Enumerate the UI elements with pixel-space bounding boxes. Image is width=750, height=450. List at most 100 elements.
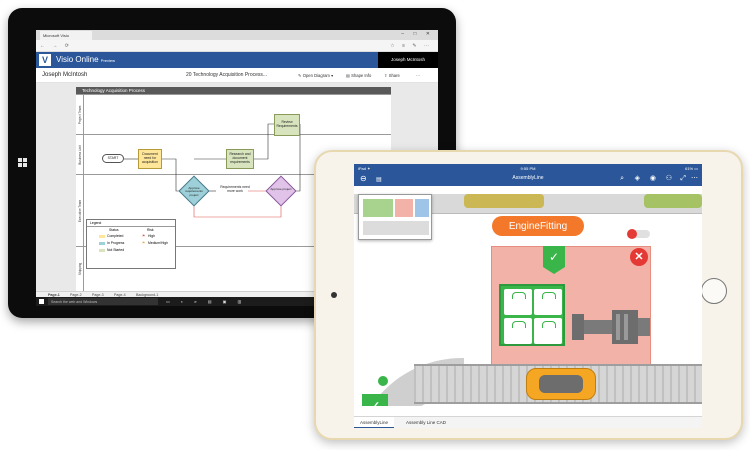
- legend-title: Legend: [87, 220, 175, 227]
- risk-flag-icon: ⚑: [142, 241, 146, 245]
- research-shape[interactable]: Research and document requirements: [226, 149, 254, 169]
- legend-item: Completed: [107, 234, 124, 238]
- review-shape[interactable]: Review Requirements: [274, 114, 300, 136]
- start-shape[interactable]: START: [102, 154, 124, 163]
- legend-risk-item: Medium/High: [148, 241, 168, 245]
- browser-tab[interactable]: Microsoft Visio: [40, 31, 92, 40]
- status-battery: 61% ▭: [685, 165, 698, 171]
- shape-info-button[interactable]: ▤ Shape Info: [346, 73, 372, 78]
- thumbnail-block: [363, 221, 429, 235]
- status-dot: [378, 376, 388, 386]
- windows-logo-icon[interactable]: [18, 158, 28, 168]
- document-header: Joseph McIntosh 20 Technology Acquisitio…: [36, 68, 438, 83]
- share-button[interactable]: ⇪ Share: [384, 73, 400, 78]
- document-need-shape[interactable]: Document need for acquisition: [138, 149, 162, 169]
- open-diagram-label: Open Diagram: [302, 73, 330, 78]
- more-icon[interactable]: ⋯: [691, 175, 698, 182]
- taskbar-app-icons[interactable]: ▭ ◐ e ▤ ▣ ▥: [166, 299, 247, 304]
- doc-user-name: Joseph McIntosh: [42, 72, 88, 78]
- browser-nav-icons[interactable]: ← → ⟳: [40, 43, 72, 49]
- tab-assemblyline[interactable]: AssemblyLine: [354, 417, 395, 428]
- car-shape[interactable]: [644, 194, 702, 208]
- start-icon[interactable]: [39, 299, 44, 304]
- parts-bin[interactable]: [504, 318, 532, 344]
- toggle-switch[interactable]: [627, 229, 650, 239]
- shape-info-label: Shape Info: [351, 73, 372, 78]
- swimlane-label: Business Unit: [76, 135, 84, 174]
- thumbnail-block: [363, 199, 393, 217]
- back-icon[interactable]: ⊖: [360, 174, 367, 183]
- legend-risk-header: Risk: [147, 228, 154, 232]
- page-tab-3[interactable]: Page-3: [92, 293, 104, 297]
- fullscreen-icon[interactable]: ⤢: [680, 175, 686, 182]
- open-diagram-button[interactable]: ✎ Open Diagram ▾: [298, 73, 334, 78]
- toggle-knob: [627, 229, 637, 239]
- camera-icon: [331, 292, 337, 298]
- view-icon[interactable]: ◉: [649, 175, 656, 182]
- ipad-page-tabs: AssemblyLine Assembly Line CAD: [354, 416, 702, 428]
- parts-bin[interactable]: [504, 289, 532, 315]
- thumbnail-block: [395, 199, 413, 217]
- need-more-work-label: Requirements need more work: [220, 185, 250, 193]
- engine-fitting-label[interactable]: EngineFitting: [492, 216, 584, 236]
- legend-swatch: [99, 249, 105, 252]
- app-title-text: Visio Online: [56, 55, 99, 64]
- status-time: 9:55 PM: [520, 165, 536, 171]
- home-button[interactable]: [701, 278, 727, 304]
- legend[interactable]: Legend Status Risk Completed In Progress…: [86, 219, 176, 269]
- diagram-title: Technology Acquisition Process: [76, 87, 391, 94]
- search-icon[interactable]: ⌕: [620, 175, 624, 182]
- document-icon[interactable]: ▤: [376, 177, 382, 183]
- swimlane-label: Project Team: [76, 95, 84, 134]
- swimlane-label: Shipping: [76, 247, 84, 291]
- status-device: iPad ✦: [358, 165, 371, 171]
- assembly-line-canvas[interactable]: EngineFitting ✓ ✕: [354, 186, 702, 406]
- risk-flag-icon: ⚑: [142, 234, 146, 238]
- ipad-tablet: iPad ✦ 9:55 PM 61% ▭ ⊖ ▤ AssemblyLine ⌕ …: [314, 150, 743, 440]
- car-shape[interactable]: [526, 368, 596, 400]
- page-tab-2[interactable]: Page-2: [70, 293, 82, 297]
- legend-swatch: [99, 235, 105, 238]
- browser-tool-icons[interactable]: ☆ ≡ ✎ ⋯: [390, 43, 432, 49]
- tab-assembly-line-cad[interactable]: Assembly Line CAD: [406, 420, 447, 425]
- visio-ribbon: V Visio Online Preview Joseph McIntosh: [36, 52, 438, 68]
- app-title: Visio Online Preview: [56, 55, 115, 64]
- swimlane[interactable]: Shipping: [76, 246, 391, 291]
- visio-toolbar: ⊖ ▤ AssemblyLine ⌕ ◈ ◉ ⚇ ⤢ ⋯: [354, 172, 702, 186]
- parts-rack[interactable]: [499, 284, 565, 346]
- parts-bin[interactable]: [534, 318, 562, 344]
- swimlane[interactable]: Project Team: [76, 94, 391, 134]
- legend-status-header: Status: [109, 228, 119, 232]
- approve-project-label: Approve project: [270, 187, 292, 191]
- approve-requirements-label: Approve requirements project: [185, 186, 203, 197]
- ribbon-user[interactable]: Joseph McIntosh: [378, 52, 438, 68]
- visio-logo-icon: V: [39, 54, 51, 66]
- checkmark-flag-icon: ✓: [543, 246, 565, 274]
- layers-icon[interactable]: ◈: [634, 175, 640, 182]
- engine-machine-icon[interactable]: [572, 304, 650, 346]
- swimlane[interactable]: Business Unit: [76, 134, 391, 174]
- legend-item: Not Started: [107, 248, 125, 252]
- share-label: Share: [388, 73, 400, 78]
- page-tab-background[interactable]: Background-1: [136, 293, 159, 297]
- thumbnail-block: [415, 199, 429, 217]
- close-icon[interactable]: ✕: [630, 248, 648, 266]
- page-tab-4[interactable]: Page-4: [114, 293, 126, 297]
- browser-address-bar[interactable]: ← → ⟳ ☆ ≡ ✎ ⋯: [36, 40, 438, 52]
- share-person-icon[interactable]: ⚇: [665, 175, 672, 182]
- document-name: 20 Technology Acquisition Process...: [186, 72, 268, 78]
- car-shape[interactable]: [464, 194, 544, 208]
- swimlane[interactable]: Executive Team: [76, 174, 391, 246]
- taskbar-search[interactable]: Search the web and Windows: [48, 298, 158, 305]
- checkmark-icon: ✓: [362, 394, 388, 406]
- document-title: AssemblyLine: [512, 175, 544, 181]
- diagram-thumbnail[interactable]: [358, 194, 432, 240]
- windows-taskbar: Search the web and Windows ▭ ◐ e ▤ ▣ ▥: [36, 297, 438, 306]
- parts-bin[interactable]: [534, 289, 562, 315]
- more-button[interactable]: ···: [416, 73, 421, 78]
- legend-item: In Progress: [107, 241, 125, 245]
- legend-risk-item: High: [148, 234, 155, 238]
- window-controls[interactable]: – □ ✕: [401, 31, 434, 37]
- ios-status-bar: iPad ✦ 9:55 PM 61% ▭: [354, 164, 702, 172]
- legend-swatch: [99, 242, 105, 245]
